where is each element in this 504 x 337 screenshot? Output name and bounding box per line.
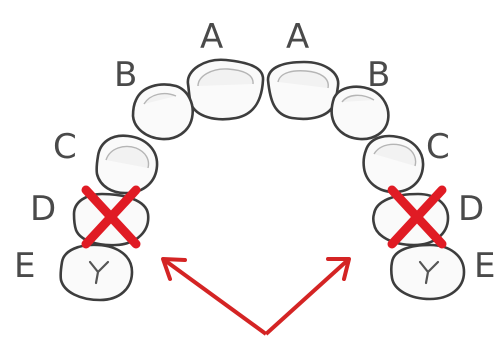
label-left-e: E: [14, 246, 35, 286]
tooth-left-e: [61, 245, 132, 300]
label-left-a: A: [200, 17, 223, 57]
label-left-b: B: [114, 55, 137, 95]
label-right-a: A: [286, 17, 309, 57]
tooth-right-b: [332, 87, 389, 139]
label-right-e: E: [474, 246, 495, 286]
tooth-right-e: [391, 245, 464, 299]
tooth-right-a: [268, 62, 338, 119]
arrow-right-icon: [266, 259, 349, 334]
tooth-left-c: [97, 136, 157, 193]
tooth-left-b: [133, 85, 193, 140]
label-left-d: D: [30, 189, 56, 229]
tooth-left-a: [188, 60, 263, 119]
label-left-c: C: [53, 127, 77, 167]
tooth-right-c: [364, 136, 423, 192]
arrow-left-icon: [163, 259, 266, 334]
label-right-c: C: [426, 127, 450, 167]
label-right-d: D: [458, 189, 484, 229]
